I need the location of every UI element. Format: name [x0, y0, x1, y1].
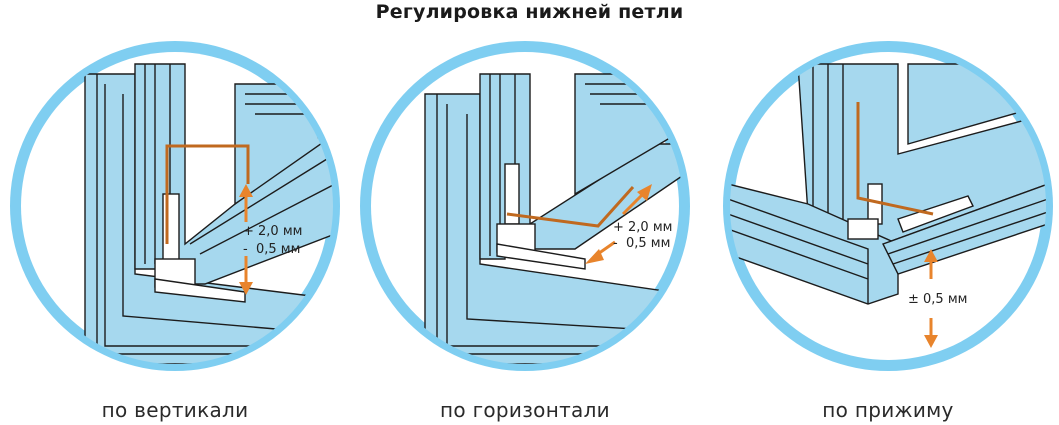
dimension-minus: - 0,5 мм: [613, 236, 671, 251]
vertical-arrows: [239, 184, 253, 295]
panel-horizontal: + 2,0 мм - 0,5 мм: [355, 34, 695, 379]
caption-vertical: по вертикали: [101, 398, 249, 422]
horizontal-adjustment-illustration: [360, 41, 690, 371]
panel-pressure: ± 0,5 мм: [718, 34, 1058, 379]
page-title: Регулировка нижней петли: [375, 1, 684, 23]
hex-key: [165, 144, 250, 244]
pressure-arrows: [924, 249, 938, 348]
hex-key: [856, 102, 934, 216]
pressure-adjustment-illustration: [723, 41, 1053, 371]
horizontal-arrows: [585, 184, 652, 264]
dimension-plus-minus: ± 0,5 мм: [908, 292, 968, 307]
caption-pressure: по прижиму: [822, 398, 954, 422]
dimension-plus: + 2,0 мм: [613, 220, 673, 235]
panel-vertical: + 2,0 мм - 0,5 мм: [5, 34, 345, 379]
dimension-minus: - 0,5 мм: [243, 242, 301, 257]
dimension-plus: + 2,0 мм: [243, 224, 303, 239]
caption-horizontal: по горизонтали: [440, 398, 610, 422]
vertical-adjustment-illustration: [10, 41, 340, 371]
hex-key: [506, 185, 635, 228]
